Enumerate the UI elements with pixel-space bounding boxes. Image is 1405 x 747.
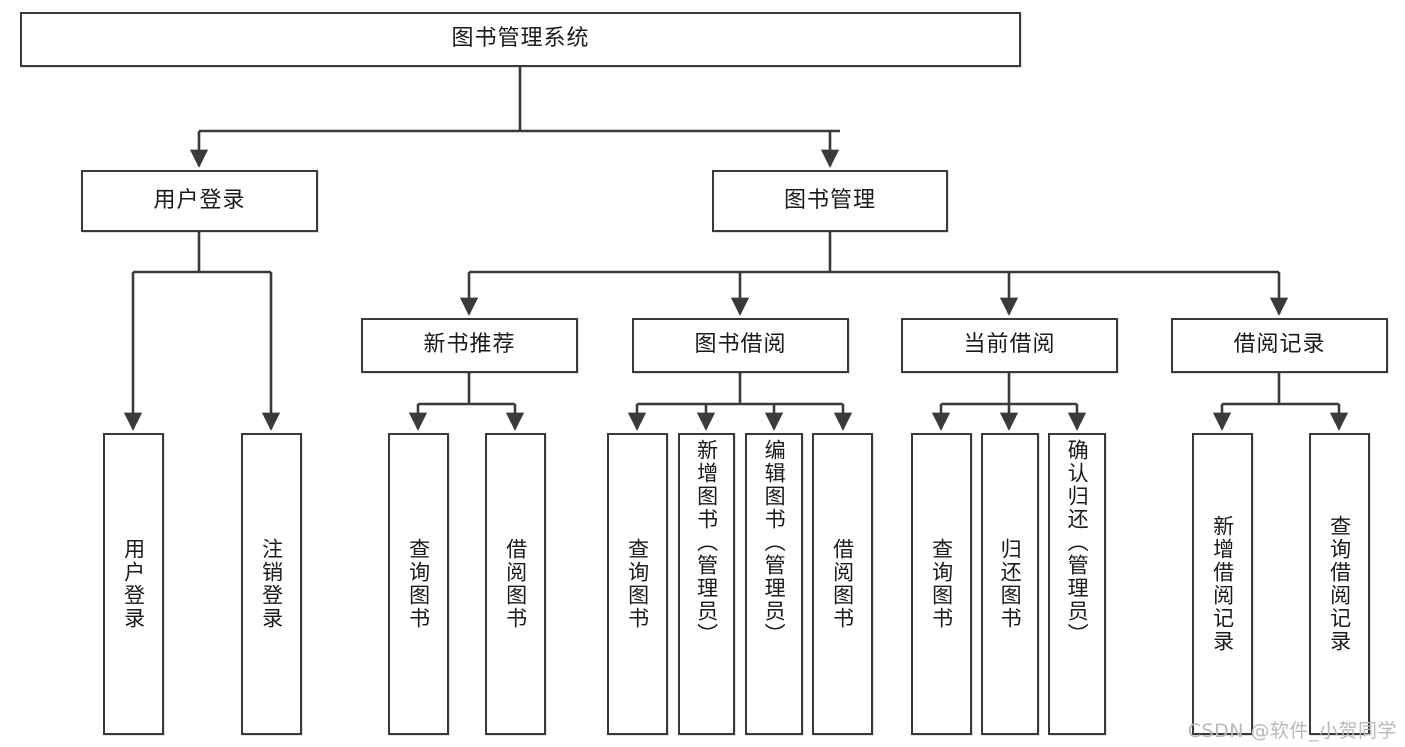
node-borrow-record[interactable]: 借阅记录 (1171, 318, 1388, 373)
leaf-confirm-return[interactable]: 确认归还（管理员） (1048, 433, 1106, 735)
node-book-borrow-label: 图书借阅 (694, 332, 787, 358)
node-new-book-recommend[interactable]: 新书推荐 (361, 318, 578, 373)
node-new-book-recommend-label: 新书推荐 (423, 332, 516, 358)
node-user-login[interactable]: 用户登录 (81, 170, 318, 232)
node-current-borrow[interactable]: 当前借阅 (901, 318, 1118, 373)
leaf-borrow-book-2-label: 借阅图书 (830, 538, 855, 630)
leaf-return-book[interactable]: 归还图书 (981, 433, 1039, 735)
node-book-borrow[interactable]: 图书借阅 (632, 318, 849, 373)
leaf-logout-login[interactable]: 注销登录 (241, 433, 302, 735)
node-root-label: 图书管理系统 (451, 26, 590, 52)
leaf-borrow-book-2[interactable]: 借阅图书 (812, 433, 873, 735)
leaf-add-book[interactable]: 新增图书（管理员） (678, 433, 735, 735)
leaf-user-login[interactable]: 用户登录 (103, 433, 164, 735)
leaf-query-book-3[interactable]: 查询图书 (911, 433, 972, 735)
leaf-return-book-label: 归还图书 (998, 538, 1023, 630)
leaf-borrow-book-1-label: 借阅图书 (503, 538, 528, 630)
leaf-query-book-1[interactable]: 查询图书 (388, 433, 449, 735)
node-user-login-label: 用户登录 (153, 187, 246, 213)
node-book-management-label: 图书管理 (783, 187, 876, 213)
leaf-edit-book-label: 编辑图书（管理员） (762, 439, 787, 646)
leaf-query-book-3-label: 查询图书 (929, 538, 954, 630)
csdn-watermark: CSDN @软件_小贺同学 (1187, 720, 1397, 742)
leaf-add-record-label: 新增借阅记录 (1210, 515, 1235, 653)
leaf-user-login-label: 用户登录 (121, 538, 146, 630)
node-book-management[interactable]: 图书管理 (712, 170, 948, 232)
leaf-add-book-label: 新增图书（管理员） (694, 439, 719, 646)
leaf-query-book-2[interactable]: 查询图书 (607, 433, 668, 735)
leaf-logout-login-label: 注销登录 (259, 538, 284, 630)
leaf-borrow-book-1[interactable]: 借阅图书 (485, 433, 546, 735)
leaf-confirm-return-label: 确认归还（管理员） (1065, 439, 1090, 646)
node-borrow-record-label: 借阅记录 (1233, 332, 1326, 358)
leaf-query-record-label: 查询借阅记录 (1327, 515, 1352, 653)
leaf-add-record[interactable]: 新增借阅记录 (1192, 433, 1253, 735)
leaf-edit-book[interactable]: 编辑图书（管理员） (745, 433, 803, 735)
node-root[interactable]: 图书管理系统 (20, 12, 1021, 67)
leaf-query-record[interactable]: 查询借阅记录 (1309, 433, 1370, 735)
leaf-query-book-1-label: 查询图书 (406, 538, 431, 630)
leaf-query-book-2-label: 查询图书 (625, 538, 650, 630)
node-current-borrow-label: 当前借阅 (963, 332, 1056, 358)
